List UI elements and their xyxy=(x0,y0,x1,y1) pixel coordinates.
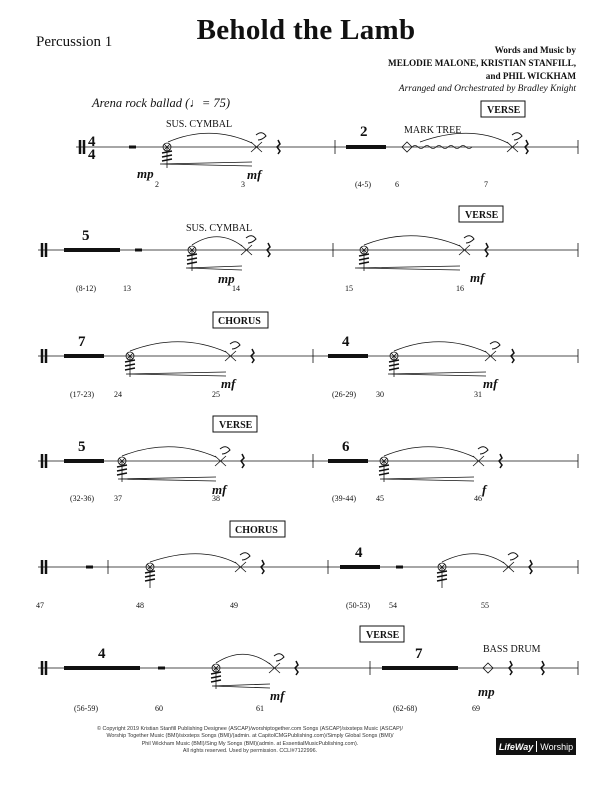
measure-number: (17-23) xyxy=(70,390,94,399)
multi-rest-count: 4 xyxy=(98,646,106,662)
measure-number: 49 xyxy=(230,601,238,610)
logo-divider xyxy=(536,741,538,752)
tempo-marking: Arena rock ballad (♩= 75) xyxy=(92,96,230,111)
measure-number: 6 xyxy=(395,180,399,189)
rehearsal-mark: CHORUS xyxy=(218,316,261,327)
dynamic-marking: mf xyxy=(483,376,499,391)
instrument-label: SUS. CYMBAL xyxy=(166,119,232,130)
measure-number: 25 xyxy=(212,390,220,399)
measure-number: 48 xyxy=(136,601,144,610)
measure-number: (56-59) xyxy=(74,704,98,713)
instrument-label: MARK TREE xyxy=(404,125,461,136)
time-sig-bottom: 4 xyxy=(88,147,96,163)
dynamic-marking: mp xyxy=(218,271,235,286)
dynamic-marking: mf xyxy=(470,270,486,285)
composers-line: MELODIE MALONE, KRISTIAN STANFILL, xyxy=(388,58,576,68)
dynamic-marking: mf xyxy=(270,688,286,703)
dynamic-marking: mf xyxy=(247,167,263,182)
measure-number: (8-12) xyxy=(76,284,96,293)
dynamic-marking: mp xyxy=(478,684,495,699)
measure-number: 7 xyxy=(484,180,488,189)
measure-number: 15 xyxy=(345,284,353,293)
measure-number: (62-68) xyxy=(393,704,417,713)
instrument-label: SUS. CYMBAL xyxy=(186,223,252,234)
multi-rest-count: 5 xyxy=(78,439,86,455)
multi-rest-count: 5 xyxy=(82,228,90,244)
tempo-text: Arena rock ballad ( xyxy=(92,96,190,110)
measure-number: 45 xyxy=(376,494,384,503)
multi-rest-count: 2 xyxy=(360,124,368,140)
measure-number: 14 xyxy=(232,284,240,293)
logo-left-text: LifeWay xyxy=(498,741,534,752)
time-sig-top: 4 xyxy=(88,134,96,150)
measure-number: 3 xyxy=(241,180,245,189)
measure-number: 47 xyxy=(36,601,44,610)
copyright-line: Phil Wickham Music (BMI)/Sing My Songs (… xyxy=(141,740,359,747)
credits-line: Words and Music by xyxy=(494,45,576,55)
measure-number: 31 xyxy=(474,390,482,399)
dynamic-marking: f xyxy=(482,482,488,497)
dynamic-marking: mp xyxy=(137,166,154,181)
rehearsal-mark: CHORUS xyxy=(235,525,278,536)
multi-rest-count: 4 xyxy=(342,334,350,350)
copyright-line: All rights reserved. Used by permission.… xyxy=(182,747,318,754)
measure-number: (32-36) xyxy=(70,494,94,503)
copyright-line: © Copyright 2019 Kristian Stanfill Publi… xyxy=(97,726,403,732)
measure-number: 69 xyxy=(472,704,480,713)
rehearsal-mark: VERSE xyxy=(366,630,400,641)
rehearsal-mark: VERSE xyxy=(465,210,499,221)
measure-number: 55 xyxy=(481,601,489,610)
arranger-line: Arranged and Orchestrated by Bradley Kni… xyxy=(398,84,576,94)
measure-number: 61 xyxy=(256,704,264,713)
multi-rest-count: 7 xyxy=(415,646,423,662)
measure-number: 13 xyxy=(123,284,131,293)
instrument-label: BASS DRUM xyxy=(483,644,541,655)
measure-number: 2 xyxy=(155,180,159,189)
publisher-logo: LifeWay Worship xyxy=(496,738,576,755)
credits: Words and Music by MELODIE MALONE, KRIST… xyxy=(388,44,576,96)
composers-line: and PHIL WICKHAM xyxy=(485,71,576,81)
measure-number: (50-53) xyxy=(346,601,370,610)
dynamic-marking: mf xyxy=(221,376,237,391)
measure-number: 30 xyxy=(376,390,384,399)
multi-rest-count: 4 xyxy=(355,545,363,561)
tempo-value: = 75) xyxy=(201,96,231,110)
measure-number: 16 xyxy=(456,284,464,293)
measure-number: (39-44) xyxy=(332,494,356,503)
multi-rest-count: 7 xyxy=(78,334,86,350)
measure-number: (4-5) xyxy=(355,180,371,189)
measure-number: (26-29) xyxy=(332,390,356,399)
copyright-notice: © Copyright 2019 Kristian Stanfill Publi… xyxy=(0,726,500,755)
page-title: Behold the Lamb xyxy=(196,14,416,46)
measure-number: 54 xyxy=(389,601,397,610)
logo-right-text: Worship xyxy=(540,741,574,752)
multi-rest-count: 6 xyxy=(342,439,350,455)
rehearsal-mark: VERSE xyxy=(487,105,521,116)
measure-number: 38 xyxy=(212,494,220,503)
measure-number: 37 xyxy=(114,494,122,503)
part-name: Percussion 1 xyxy=(36,34,113,50)
rehearsal-mark: VERSE xyxy=(219,420,253,431)
measure-number: 24 xyxy=(114,390,122,399)
measure-number: 60 xyxy=(155,704,163,713)
dynamic-marking: mf xyxy=(212,482,228,497)
measure-number: 46 xyxy=(474,494,482,503)
quarter-note-icon: ♩ xyxy=(189,96,202,110)
copyright-line: Worship Together Music (BMI)/sixsteps So… xyxy=(106,733,394,740)
